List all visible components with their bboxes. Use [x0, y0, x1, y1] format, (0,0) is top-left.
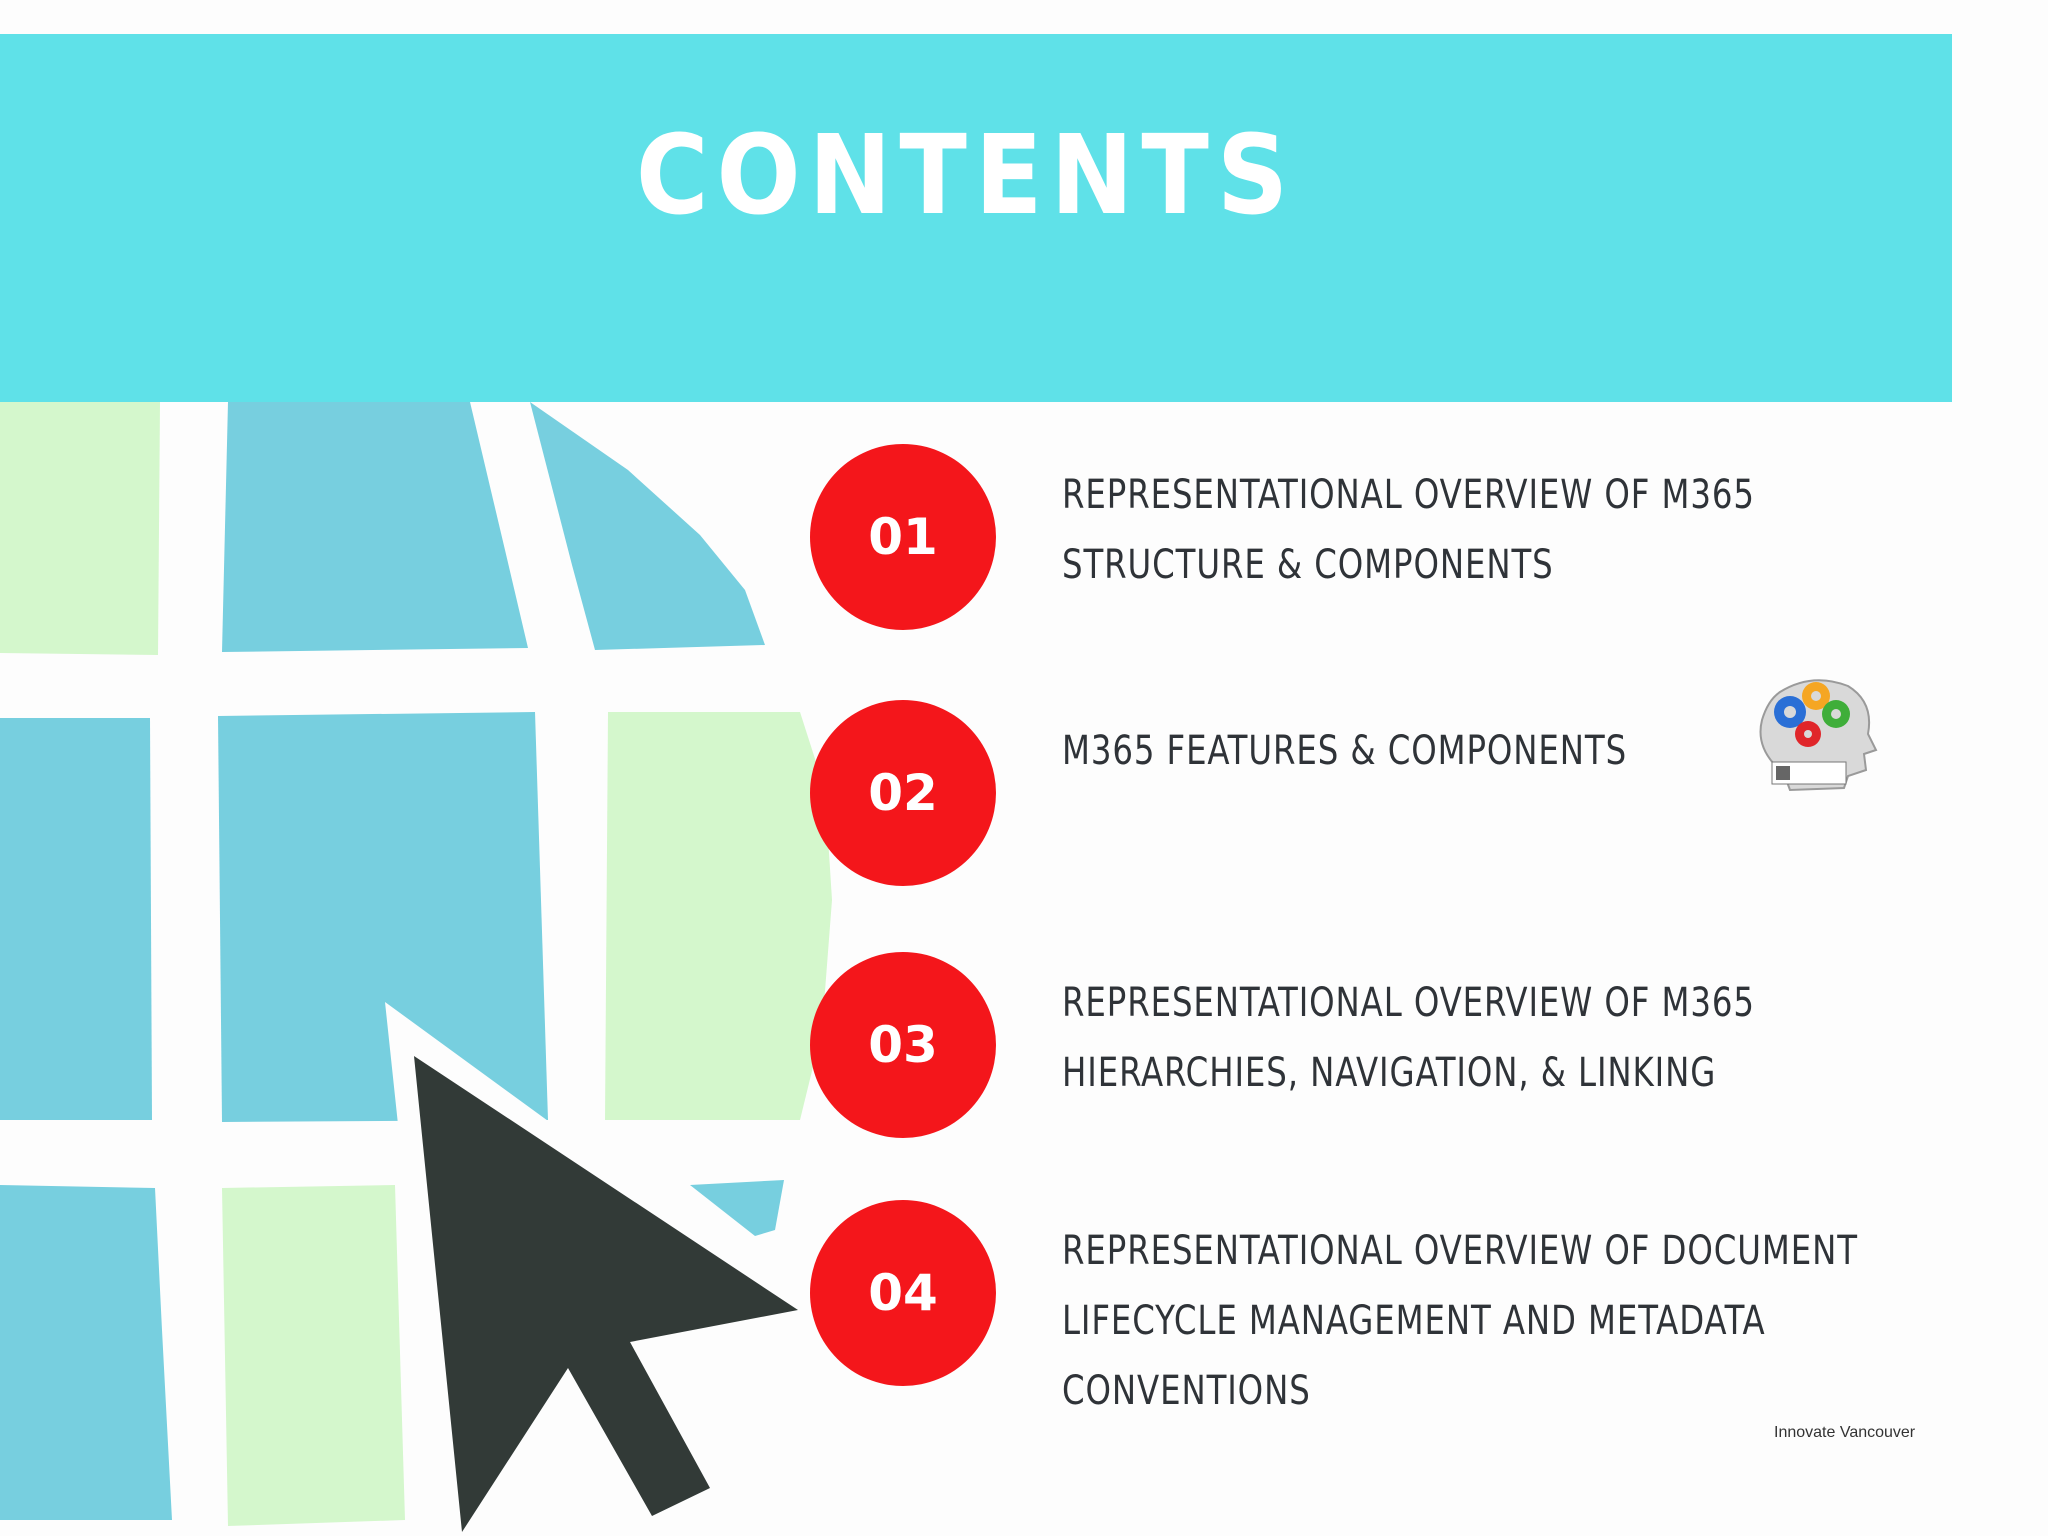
item-text-01: Representational Overview of M365 Struct…	[1062, 472, 1755, 588]
item-number: 04	[868, 1264, 938, 1322]
globe-tile	[690, 1180, 784, 1236]
globe-tile	[218, 712, 548, 1122]
gear-orange-icon	[1802, 682, 1830, 710]
logo-plate	[1771, 761, 1847, 785]
item-text-04: Representational Overview of Document Li…	[1062, 1228, 1858, 1414]
globe-tile	[605, 712, 832, 1120]
item-number-badge-01: 01	[810, 444, 996, 630]
page-title: CONTENTS	[635, 111, 1297, 239]
globe-tile	[530, 402, 765, 650]
globe-tile	[222, 1185, 405, 1526]
gear-red-icon	[1795, 721, 1821, 747]
item-number: 02	[868, 764, 938, 822]
globe-tile	[0, 718, 152, 1120]
brain-gears-logo-icon	[1759, 679, 1878, 792]
globe-tile	[0, 402, 160, 655]
item-number-badge-03: 03	[810, 952, 996, 1138]
item-number: 03	[868, 1016, 938, 1074]
item-text-02: M365 Features & Components	[1062, 728, 1628, 774]
item-number-badge-04: 04	[810, 1200, 996, 1386]
footer-credit: Innovate Vancouver	[1774, 1424, 1916, 1441]
item-number: 01	[868, 508, 938, 566]
cursor-arrow-icon	[414, 1056, 798, 1532]
gear-green-icon	[1822, 700, 1850, 728]
item-text-03: Representational Overview of M365 Hierar…	[1062, 980, 1755, 1096]
globe-tile	[222, 402, 528, 652]
gear-blue-icon	[1774, 696, 1806, 728]
globe-tile	[0, 1185, 172, 1520]
globe-cursor-illustration	[0, 402, 832, 1536]
item-number-badge-02: 02	[810, 700, 996, 886]
header-band	[0, 34, 1952, 402]
logo-plate-mark	[1776, 766, 1790, 780]
